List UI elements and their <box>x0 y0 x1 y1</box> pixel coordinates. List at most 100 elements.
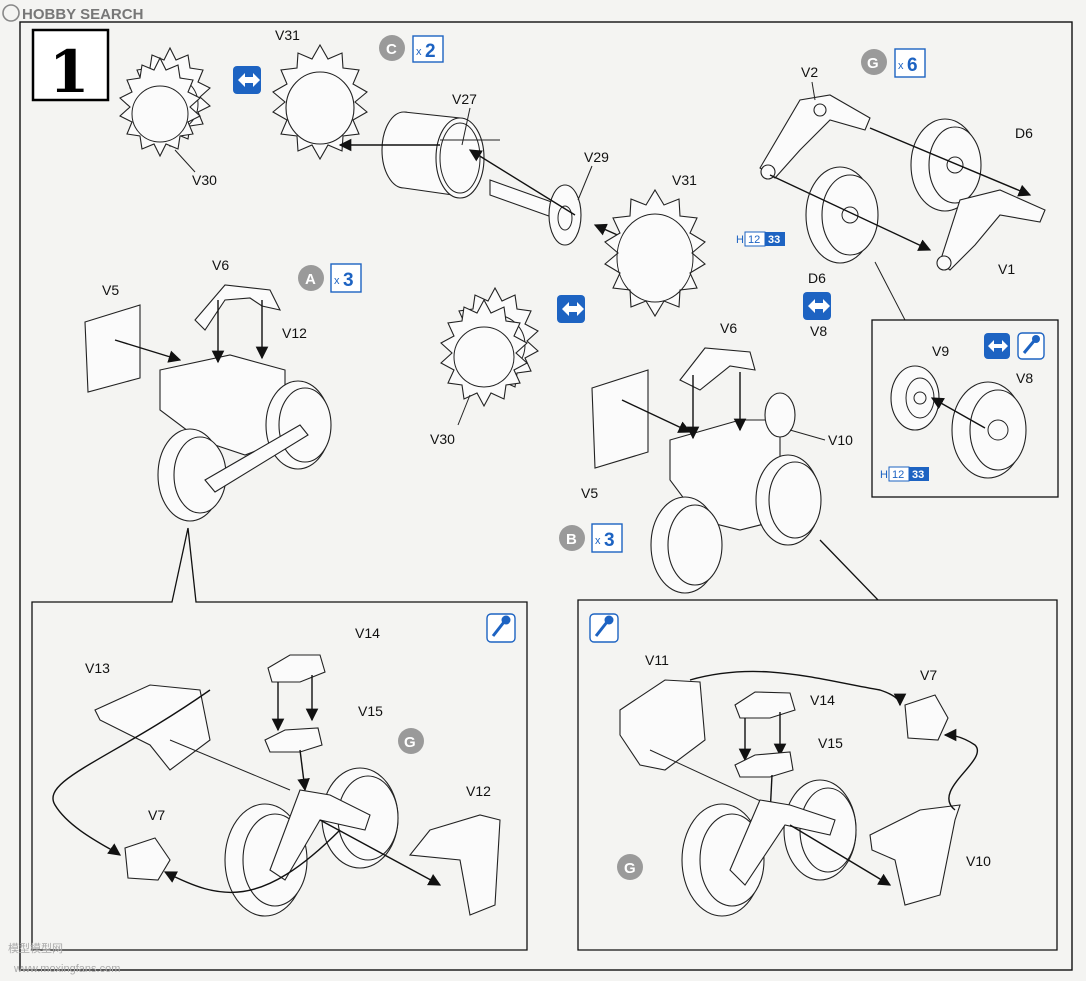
badge-c-count: 2 <box>425 41 436 62</box>
wheel-v8 <box>951 381 1027 479</box>
part-group-g-badge: G x 6 <box>861 48 926 78</box>
watermark-site-cn: 模型模型网 <box>8 941 63 955</box>
bogie-assembly-b <box>650 392 822 594</box>
label-v10-right: V10 <box>966 853 991 869</box>
arrow-frame-to-v12 <box>319 819 442 886</box>
paint-h-detail: H <box>880 469 888 481</box>
label-v15-left: V15 <box>358 703 383 719</box>
badge-a-x: x <box>334 275 340 287</box>
glue-icon-1 <box>1017 332 1045 360</box>
badge-b-letter: B <box>566 531 577 548</box>
arrow-v10-to-v7 <box>943 728 979 811</box>
paint-code-33-detail: 33 <box>912 469 924 481</box>
plate-v5-a <box>84 304 141 393</box>
watermark-text: HOBBY SEARCH <box>22 6 143 23</box>
sprocket-v31-upper <box>272 43 368 161</box>
bogie-frame-g-right <box>681 779 857 917</box>
label-v9: V9 <box>932 343 949 359</box>
label-v5-b: V5 <box>581 485 598 501</box>
label-v11: V11 <box>645 652 669 668</box>
paint-code-12-detail: 12 <box>892 469 904 481</box>
sprocket-v30-top <box>119 46 211 173</box>
detail-box-right <box>577 539 1058 951</box>
part-g-marker-left: G <box>398 728 424 754</box>
arrow-v29-to-v27 <box>468 149 576 216</box>
paint-code-detail: H 12 33 <box>880 466 929 482</box>
arrow-v5-b <box>621 399 692 433</box>
badge-a-letter: A <box>305 271 316 288</box>
paint-h-top: H <box>736 234 744 246</box>
axle-v29 <box>489 179 582 246</box>
badge-g-x: x <box>898 60 904 72</box>
g-marker-right-letter: G <box>624 860 636 877</box>
part-group-b-badge: B x 3 <box>559 523 623 553</box>
arrow-v15-left <box>297 749 310 792</box>
wheel-d6-back <box>910 118 982 212</box>
label-v30-middle: V30 <box>430 431 455 447</box>
arrow-v5-a <box>114 339 182 363</box>
part-group-c-badge: C x 2 <box>379 35 444 63</box>
glue-icon-2 <box>486 613 516 643</box>
link-v15-right <box>734 751 794 778</box>
label-v31-upper: V31 <box>275 27 300 43</box>
housing-v12-left <box>408 814 501 916</box>
part-g-marker-right: G <box>617 854 643 880</box>
badge-b-count: 3 <box>604 530 615 551</box>
label-v29: V29 <box>584 149 609 165</box>
arrow-v2-to-d6 <box>869 127 1032 197</box>
badge-g-letter: G <box>867 55 879 72</box>
detail-box-left <box>31 527 528 951</box>
step-number-box: 1 <box>31 28 110 106</box>
hub-v9 <box>890 365 940 431</box>
label-v12-left: V12 <box>466 783 491 799</box>
bogie-frame-g-left <box>224 767 399 917</box>
paint-code-top: H 12 33 <box>736 231 785 247</box>
arrow-frame-to-v7 <box>163 829 341 894</box>
arrow-v11-to-v7 <box>689 670 907 707</box>
bracket-v6-a <box>194 284 282 331</box>
flip-icon-1 <box>233 66 261 94</box>
hobby-search-watermark: HOBBY SEARCH <box>2 4 143 23</box>
arrow-v8-to-v9 <box>930 397 986 429</box>
damper-v7-right <box>904 694 949 741</box>
label-v8-detail: V8 <box>1016 370 1033 386</box>
label-v12-a: V12 <box>282 325 307 341</box>
badge-c-x: x <box>416 46 422 58</box>
label-v15-right: V15 <box>818 735 843 751</box>
flip-icon-4 <box>984 333 1010 359</box>
link-v14-right <box>734 691 796 719</box>
drum-v27 <box>381 111 500 199</box>
link-v14-left <box>267 654 326 683</box>
link-v15-left <box>264 727 323 753</box>
flip-icon-3 <box>803 292 831 320</box>
label-v5-a: V5 <box>102 282 119 298</box>
badge-a-count: 3 <box>343 270 354 291</box>
sprocket-v30-middle <box>440 286 539 426</box>
label-v7-left: V7 <box>148 807 165 823</box>
label-d6-right: D6 <box>1015 125 1033 141</box>
housing-v10-right <box>869 804 961 906</box>
label-v1: V1 <box>998 261 1015 277</box>
paint-code-12-top: 12 <box>748 234 760 246</box>
wheel-d6-front <box>805 166 879 264</box>
paint-code-33-top: 33 <box>768 234 780 246</box>
glue-icon-3 <box>589 613 619 643</box>
label-v10: V10 <box>828 432 853 448</box>
sprocket-v31-right <box>604 188 706 318</box>
label-v8-bottom: V8 <box>810 323 827 339</box>
step-number: 1 <box>49 38 89 106</box>
badge-c-letter: C <box>386 41 397 58</box>
label-v27: V27 <box>452 91 477 107</box>
watermark-site-url: www.moxingfans.com <box>13 963 120 975</box>
flip-icon-2 <box>557 295 585 323</box>
arrow-frame-to-v10 <box>789 824 892 886</box>
label-v7-right: V7 <box>920 667 937 683</box>
badge-b-x: x <box>595 535 601 547</box>
label-v14-right: V14 <box>810 692 835 708</box>
label-v6-a: V6 <box>212 257 229 273</box>
shaft-v13 <box>169 739 291 791</box>
label-v6-b: V6 <box>720 320 737 336</box>
damper-v7-left <box>124 837 171 881</box>
